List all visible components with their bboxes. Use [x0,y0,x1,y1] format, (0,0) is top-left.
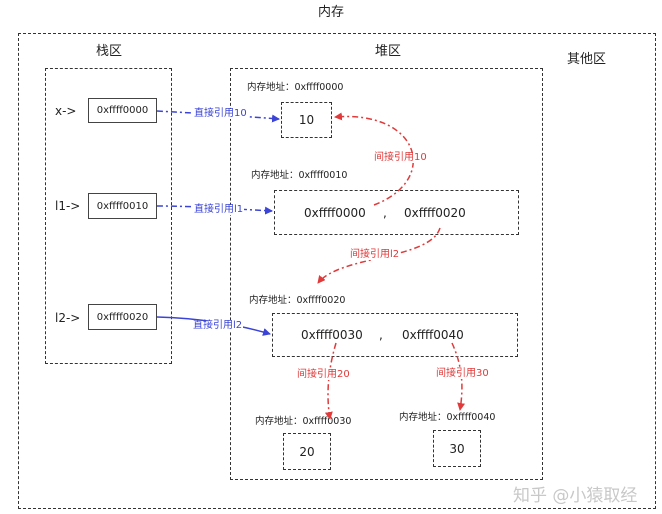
stack-var-l1-box: 0xffff0010 [88,193,157,219]
direct-ref-label-l2: 直接引用l2 [192,320,244,331]
heap-obj1-addr: 内存地址：0xffff0010 [251,170,348,181]
heap-obj2-box [272,313,518,357]
stack-var-l1-addr: 0xffff0010 [96,200,149,212]
indirect-ref-label-l2: 间接引用l2 [349,249,401,260]
stack-var-l2-label: l2-> [55,311,81,325]
heap-obj2-value1: 0xffff0030 [301,328,363,342]
heap-obj1-box [274,190,519,235]
heap-obj2-value2: 0xffff0040 [402,328,464,342]
stack-area-title: 栈区 [96,44,123,59]
heap-obj4-box: 30 [433,430,481,467]
stack-var-x-label: x-> [55,104,77,118]
heap-obj0-box: 10 [281,102,332,138]
indirect-ref-label-10: 间接引用10 [373,152,428,163]
heap-area-title: 堆区 [375,44,402,59]
stack-area [45,68,172,364]
heap-obj1-value2: 0xffff0020 [404,206,466,220]
stack-var-l2-addr: 0xffff0020 [96,311,149,323]
heap-obj0-value: 10 [298,113,315,127]
heap-obj3-value: 20 [299,444,315,459]
heap-obj4-value: 30 [449,441,465,456]
indirect-ref-label-20: 间接引用20 [296,369,351,380]
heap-obj1-separator: , [383,206,387,220]
heap-obj4-addr: 内存地址：0xffff0040 [399,412,496,423]
other-area-title: 其他区 [567,52,607,67]
watermark: 知乎 @小猿取经 [513,486,638,506]
stack-var-x-box: 0xffff0000 [88,98,157,123]
heap-obj3-addr: 内存地址：0xffff0030 [255,416,352,427]
stack-var-l2-box: 0xffff0020 [88,304,157,330]
heap-obj0-addr: 内存地址：0xffff0000 [247,82,344,93]
heap-obj2-addr: 内存地址：0xffff0020 [249,295,346,306]
stack-var-x-addr: 0xffff0000 [96,105,149,116]
indirect-ref-arrow-20 [324,342,337,420]
memory-title: 内存 [318,5,345,20]
direct-ref-label-10: 直接引用10 [193,108,248,119]
heap-area [230,68,543,480]
indirect-ref-arrow-10 [334,112,414,206]
heap-obj3-box: 20 [283,433,331,470]
memory-container [18,33,656,509]
heap-obj2-separator: , [379,328,383,342]
stack-var-l1-label: l1-> [55,199,81,213]
indirect-ref-label-30: 间接引用30 [435,368,490,379]
heap-obj1-value1: 0xffff0000 [304,206,366,220]
direct-ref-label-l1: 直接引用l1 [193,204,245,215]
